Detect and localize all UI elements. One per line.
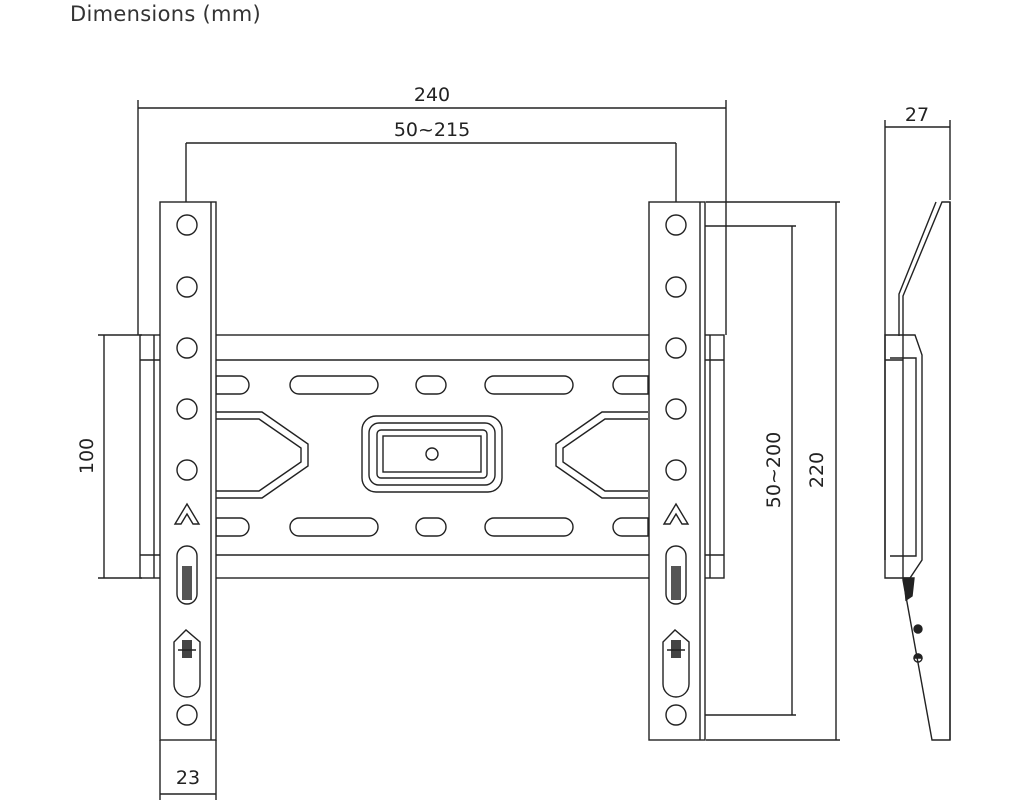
side-view-pin [913, 624, 923, 634]
crossbar [139, 334, 725, 579]
dim-overall-height [706, 201, 840, 741]
left-bracket-safety-lock [173, 629, 201, 698]
side-view-crossbar [884, 334, 923, 579]
dim-label-overall-height: 220 [806, 452, 828, 488]
side-view-bracket [898, 201, 951, 741]
dim-label-hole-spacing-vertical: 50~200 [763, 432, 785, 508]
left-bracket-adjust-screw [176, 545, 198, 605]
right-bracket-adjust-screw [665, 545, 687, 605]
right-bracket-safety-lock [662, 629, 690, 698]
dim-label-depth: 27 [905, 104, 929, 126]
dim-crossbar-height [98, 334, 142, 579]
side-view-latch [903, 577, 915, 602]
crossbar-cutout-left [216, 411, 309, 499]
side-view-screw [913, 653, 923, 663]
dim-bracket-width [159, 740, 217, 800]
crossbar-cutout-right [555, 411, 648, 499]
crossbar-slots-top [215, 375, 649, 395]
dim-label-bracket-width: 23 [176, 767, 200, 789]
dim-label-hole-spacing-horizontal: 50~215 [394, 119, 470, 141]
center-lock [361, 415, 503, 493]
dim-label-crossbar-height: 100 [76, 438, 98, 474]
crossbar-slots-bottom [215, 517, 649, 537]
diagram-heading: Dimensions (mm) [70, 2, 262, 26]
dim-overall-width [137, 100, 727, 335]
left-bracket-holes [176, 214, 198, 726]
right-vertical-bracket [648, 201, 706, 741]
dim-label-overall-width: 240 [414, 84, 450, 106]
right-bracket-arrow-icon [662, 502, 690, 525]
dim-hole-spacing-horizontal [185, 142, 677, 224]
right-bracket-holes [665, 214, 687, 726]
dim-depth [884, 120, 951, 560]
left-vertical-bracket [159, 201, 217, 741]
left-bracket-arrow-icon [173, 502, 201, 525]
